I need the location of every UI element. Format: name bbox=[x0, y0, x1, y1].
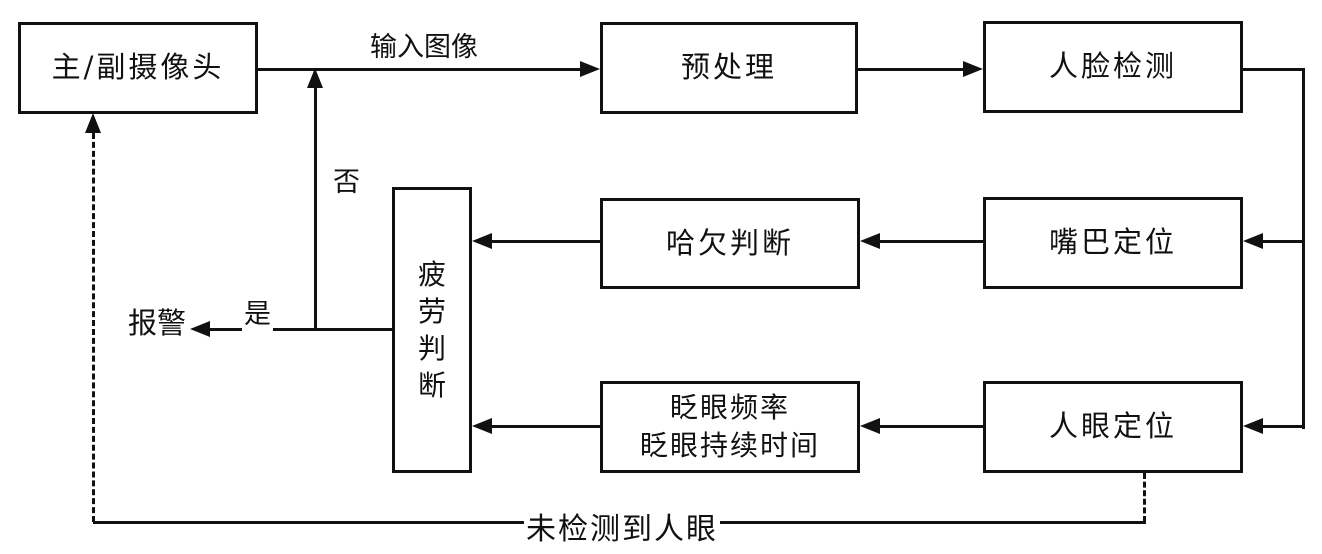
edge-preprocess-to-face bbox=[858, 68, 963, 71]
node-camera-label: 主/副摄像头 bbox=[51, 50, 225, 85]
edge-label-no-eye-detected: 未检测到人眼 bbox=[524, 504, 720, 548]
node-yawn-judge: 哈欠判断 bbox=[600, 198, 860, 289]
edge-camera-to-preprocess bbox=[257, 68, 582, 71]
edge-label-input-image: 输入图像 bbox=[368, 25, 480, 64]
arrowhead-into-mouth-icon bbox=[1243, 233, 1263, 249]
arrowhead-blink-into-fatigue-icon bbox=[472, 418, 492, 434]
node-face-detect: 人脸检测 bbox=[983, 21, 1243, 113]
node-mouth-locate-label: 嘴巴定位 bbox=[1048, 225, 1177, 260]
edge-label-no: 否 bbox=[331, 160, 362, 199]
node-yawn-judge-label: 哈欠判断 bbox=[665, 225, 794, 260]
edge-face-to-rail bbox=[1243, 68, 1305, 71]
edge-fatigue-to-alarm bbox=[210, 328, 392, 331]
arrowhead-into-alarm-icon bbox=[190, 321, 210, 337]
arrowhead-into-eye-icon bbox=[1243, 418, 1263, 434]
edge-feedback-bottom-left bbox=[93, 521, 527, 524]
node-blink-label-line2: 眨眼持续时间 bbox=[639, 429, 820, 462]
arrowhead-into-yawn-icon bbox=[860, 233, 880, 249]
node-preprocess: 预处理 bbox=[600, 22, 858, 114]
arrowhead-into-blink-icon bbox=[860, 418, 880, 434]
edge-right-rail bbox=[1302, 68, 1305, 429]
edge-mouth-to-yawn bbox=[880, 240, 983, 243]
node-blink-label-line1: 眨眼频率 bbox=[669, 391, 790, 425]
node-fatigue-judge-label: 疲劳判断 bbox=[417, 258, 446, 402]
node-face-detect-label: 人脸检测 bbox=[1048, 49, 1177, 84]
edge-yawn-to-fatigue bbox=[492, 240, 600, 243]
edge-eye-to-blink bbox=[880, 425, 983, 428]
edge-no-branch bbox=[314, 86, 317, 331]
edge-eye-feedback-drop bbox=[1143, 473, 1146, 522]
node-fatigue-judge: 疲劳判断 bbox=[392, 187, 472, 473]
arrowhead-into-face-icon bbox=[963, 61, 983, 77]
arrowhead-into-preprocess-icon bbox=[580, 61, 600, 77]
arrowhead-feedback-into-camera-icon bbox=[85, 113, 101, 133]
node-mouth-locate: 嘴巴定位 bbox=[983, 197, 1243, 289]
arrowhead-no-into-input-line-icon bbox=[307, 68, 323, 88]
edge-rail-to-mouth bbox=[1263, 240, 1305, 243]
node-blink: 眨眼频率 眨眼持续时间 bbox=[600, 381, 860, 473]
edge-feedback-bottom-right bbox=[717, 521, 1146, 524]
edge-feedback-rise bbox=[92, 133, 95, 522]
label-alarm: 报警 bbox=[126, 300, 189, 342]
arrowhead-yawn-into-fatigue-icon bbox=[472, 233, 492, 249]
node-eye-locate: 人眼定位 bbox=[983, 381, 1243, 473]
edge-rail-to-eye bbox=[1263, 425, 1305, 428]
node-eye-locate-label: 人眼定位 bbox=[1048, 409, 1177, 444]
node-preprocess-label: 预处理 bbox=[680, 50, 777, 85]
edge-label-yes: 是 bbox=[242, 292, 273, 331]
node-camera: 主/副摄像头 bbox=[18, 22, 258, 114]
edge-blink-to-fatigue bbox=[492, 425, 600, 428]
